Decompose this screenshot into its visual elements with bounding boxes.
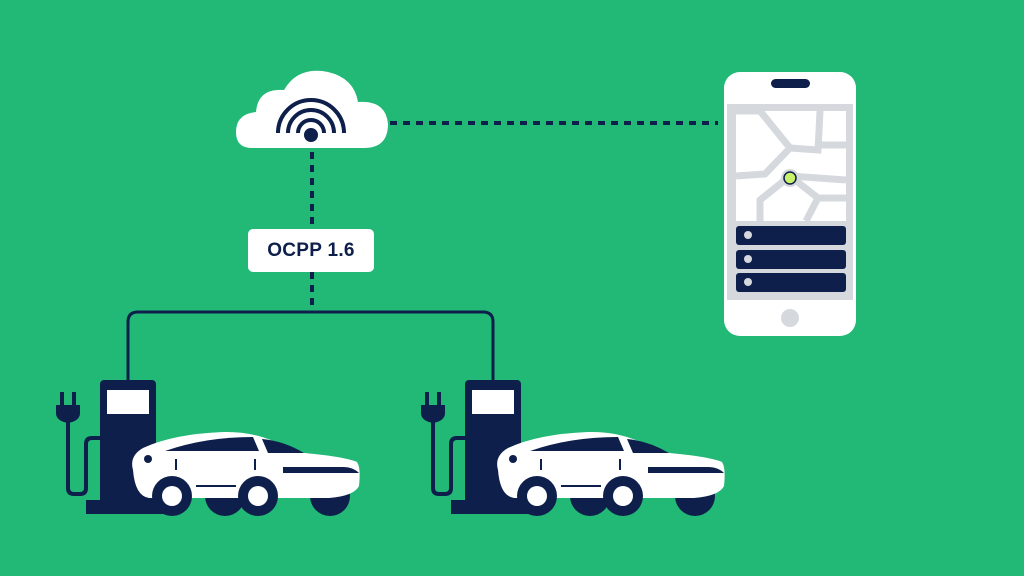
- smartphone-map-app: [724, 72, 856, 336]
- charging-station-1: [54, 378, 362, 518]
- cloud-wifi-icon: [236, 70, 388, 148]
- ocpp-protocol-label: OCPP 1.6: [248, 229, 374, 272]
- charging-station-2: [419, 378, 727, 518]
- station-wire: [126, 310, 495, 382]
